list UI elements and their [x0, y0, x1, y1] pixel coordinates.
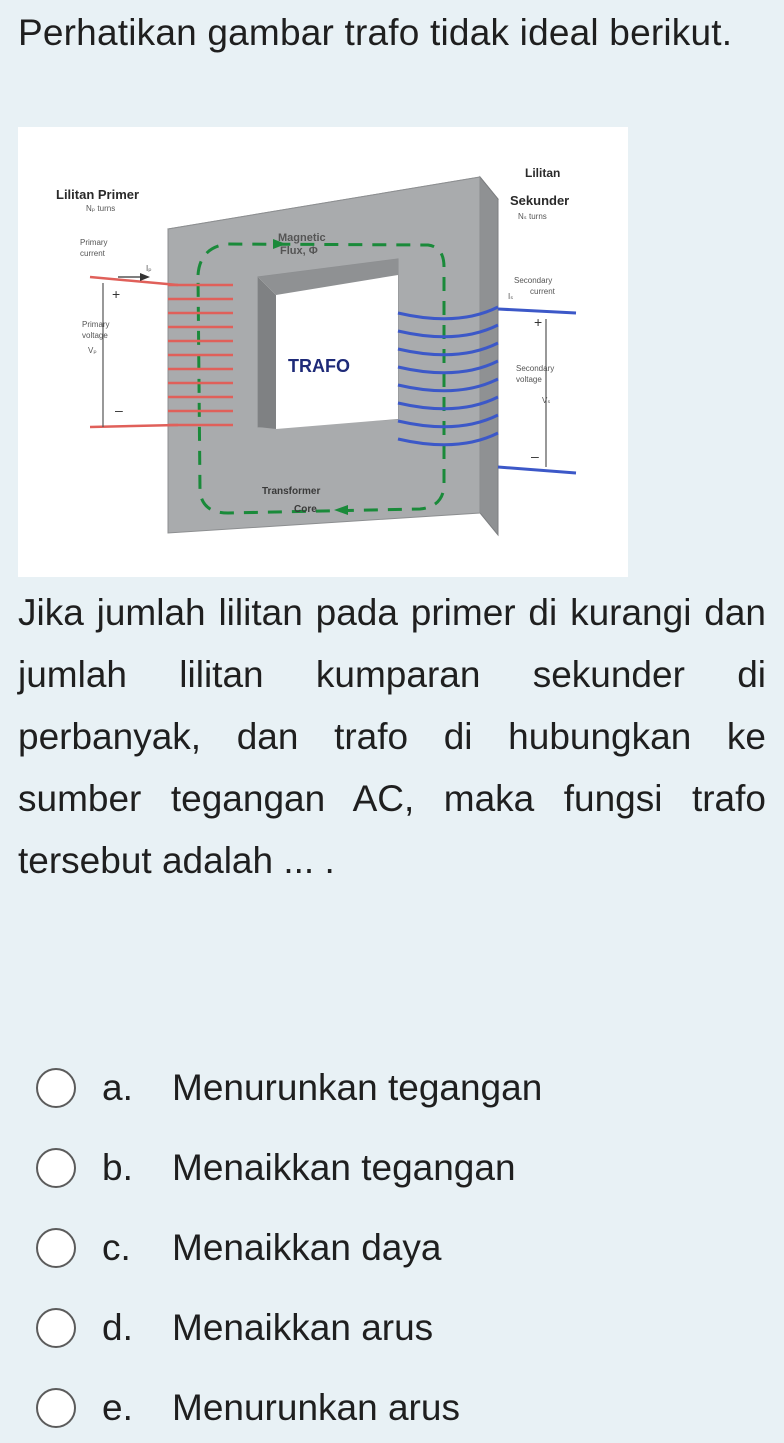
label-core-1: Transformer	[262, 486, 320, 497]
question-intro: Perhatikan gambar trafo tidak ideal beri…	[18, 12, 733, 53]
label-primary-voltage-2: voltage	[82, 331, 108, 340]
flux-arrow-bottom	[334, 505, 348, 515]
option-letter: a.	[102, 1067, 133, 1108]
question-body: Jika jumlah lilitan pada primer di kuran…	[18, 592, 766, 881]
option-text: Menurunkan tegangan	[172, 1067, 543, 1108]
option-letter: b.	[102, 1147, 133, 1188]
option-e[interactable]: e. Menurunkan arus	[36, 1368, 736, 1443]
label-secondary-winding-1: Lilitan	[525, 166, 560, 180]
option-d[interactable]: d. Menaikkan arus	[36, 1288, 736, 1368]
label-primary-winding: Lilitan Primer	[56, 187, 139, 202]
option-a[interactable]: a. Menurunkan tegangan	[36, 1048, 736, 1128]
core-window-shadow	[258, 277, 276, 429]
option-text: Menurunkan arus	[172, 1387, 460, 1428]
core-side-face	[479, 175, 499, 537]
label-secondary-winding-2: Sekunder	[510, 193, 569, 208]
option-b[interactable]: b. Menaikkan tegangan	[36, 1128, 736, 1208]
flux-arrow-top	[273, 239, 286, 249]
option-text: Menaikkan arus	[172, 1307, 434, 1348]
radio-button-icon[interactable]	[36, 1068, 76, 1108]
flux-path	[196, 242, 446, 515]
label-vs: Vₛ	[542, 396, 550, 405]
option-text: Menaikkan tegangan	[172, 1147, 516, 1188]
label-minus-secondary: –	[531, 448, 539, 464]
radio-button-icon[interactable]	[36, 1308, 76, 1348]
label-ns-turns: Nₛ turns	[518, 212, 547, 221]
label-minus-primary: –	[115, 402, 123, 418]
ip-arrow	[140, 273, 150, 281]
option-text: Menaikkan daya	[172, 1227, 442, 1268]
core-window-top	[258, 259, 398, 295]
label-primary-current-2: current	[80, 249, 106, 258]
label-np-turns: Nₚ turns	[86, 204, 115, 213]
secondary-winding	[397, 305, 577, 475]
label-plus-secondary: +	[534, 314, 542, 330]
label-magnetic-flux-2: Flux, Φ	[280, 245, 318, 257]
transformer-figure: Lilitan Primer Nₚ turns Lilitan Sekunder…	[18, 127, 628, 577]
label-vp: Vₚ	[88, 346, 97, 355]
label-ip: Iₚ	[146, 264, 152, 273]
label-core-2: Core	[294, 504, 317, 515]
option-c[interactable]: c. Menaikkan daya	[36, 1208, 736, 1288]
label-secondary-current-2: current	[530, 287, 556, 296]
label-secondary-voltage-1: Secondary	[516, 364, 554, 373]
answer-options: a. Menurunkan tegangan b. Menaikkan tega…	[36, 1048, 736, 1443]
option-letter: d.	[102, 1307, 133, 1348]
label-magnetic-flux-1: Magnetic	[278, 232, 326, 244]
transformer-diagram: Lilitan Primer Nₚ turns Lilitan Sekunder…	[56, 166, 577, 537]
radio-button-icon[interactable]	[36, 1228, 76, 1268]
core-window	[276, 275, 398, 429]
radio-button-icon[interactable]	[36, 1148, 76, 1188]
label-trafo: TRAFO	[288, 356, 350, 376]
option-letter: c.	[102, 1227, 131, 1268]
label-secondary-voltage-2: voltage	[516, 375, 542, 384]
radio-button-icon[interactable]	[36, 1388, 76, 1428]
label-is: Iₛ	[508, 292, 513, 301]
label-plus-primary: +	[112, 286, 120, 302]
label-primary-current-1: Primary	[80, 238, 108, 247]
option-letter: e.	[102, 1387, 133, 1428]
primary-winding	[89, 275, 233, 429]
label-primary-voltage-1: Primary	[82, 320, 110, 329]
label-secondary-current-1: Secondary	[514, 276, 552, 285]
